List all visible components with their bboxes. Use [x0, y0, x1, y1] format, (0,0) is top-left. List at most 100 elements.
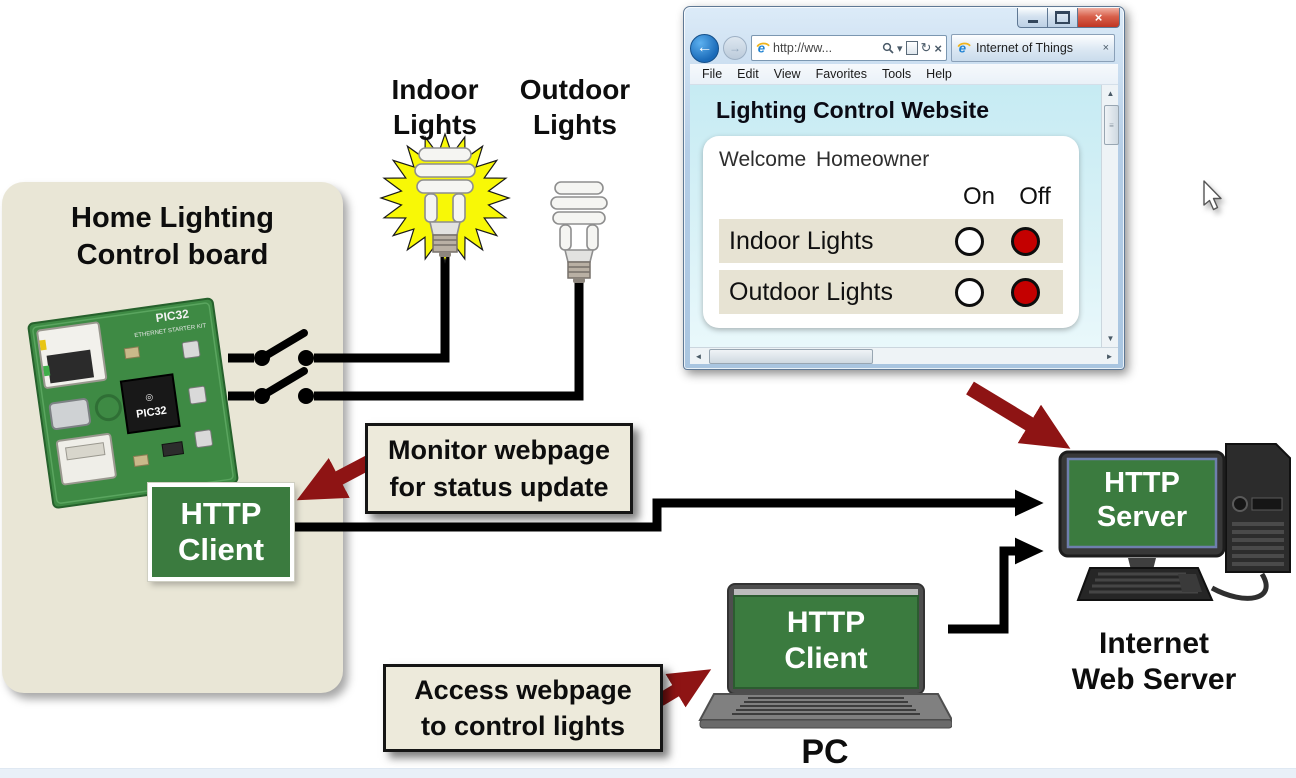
url-text[interactable]: http://ww... — [773, 41, 833, 55]
menu-tools[interactable]: Tools — [881, 67, 912, 81]
access-note-arrow — [656, 669, 712, 708]
indoor-light-bulb — [379, 132, 511, 264]
close-button[interactable]: × — [1078, 8, 1120, 28]
tab-title: Internet of Things — [976, 41, 1074, 55]
mini-usb-port — [48, 398, 92, 431]
bulb-collar — [428, 221, 462, 236]
vertical-scrollbar[interactable]: ▲ ≡ ▼ — [1101, 85, 1119, 347]
pic32-board-image: ◎ PIC32 PIC32 ETHERNET STARTER KIT — [27, 297, 239, 509]
glow-starburst — [379, 132, 511, 264]
maximize-icon — [1055, 11, 1070, 24]
browser-nav-bar: ← → e http://ww... ▾ ↻ × e — [690, 33, 1118, 63]
scroll-down-icon[interactable]: ▼ — [1106, 334, 1115, 343]
row-label: Indoor Lights — [729, 226, 874, 255]
pic32-chip: ◎ PIC32 — [119, 373, 181, 435]
on-header: On — [962, 183, 995, 210]
refresh-icon[interactable]: ↻ — [920, 40, 932, 55]
webpage-title: Lighting Control Website — [716, 97, 989, 123]
back-button[interactable]: ← — [690, 33, 719, 63]
board-http-client-box: HTTP Client — [148, 483, 294, 581]
cfl-spiral — [550, 181, 608, 251]
internet-web-server-caption: Internet Web Server — [1071, 627, 1237, 696]
search-dropdown-caret-icon[interactable]: ▾ — [896, 42, 903, 55]
horizontal-scroll-thumb[interactable] — [709, 348, 873, 364]
scroll-up-icon[interactable]: ▲ — [1106, 89, 1115, 98]
vertical-scroll-thumb[interactable]: ≡ — [1104, 105, 1119, 145]
minimize-button[interactable] — [1017, 8, 1048, 28]
welcome-text: Welcome Homeowner — [719, 148, 930, 171]
board-panel-title: Home Lighting Control board — [2, 182, 343, 274]
row-label: Outdoor Lights — [729, 277, 893, 306]
svg-text:e: e — [959, 41, 966, 55]
menu-file[interactable]: File — [702, 67, 723, 81]
usb-port — [55, 433, 117, 486]
chip-label: PIC32 — [136, 405, 168, 421]
board-buttons — [181, 340, 213, 448]
monitor-webpage-note: Monitor webpage for status update — [365, 423, 633, 514]
menu-edit[interactable]: Edit — [737, 67, 759, 81]
forward-icon: → — [729, 41, 741, 55]
server-screen-line2: Server — [1097, 501, 1187, 533]
server-tower — [1225, 443, 1291, 573]
board-title-line1: Home Lighting — [71, 202, 274, 234]
outdoor-off-radio[interactable] — [1010, 277, 1040, 307]
ie-icon: e — [756, 41, 770, 55]
bottom-strip — [0, 768, 1296, 778]
access-webpage-note: Access webpage to control lights — [383, 664, 663, 752]
browser-tab[interactable]: e Internet of Things × — [951, 34, 1115, 62]
outdoor-lights-row: Outdoor Lights — [719, 270, 1063, 314]
ethernet-jack — [36, 321, 108, 389]
laptop-screen: HTTP Client — [727, 583, 925, 695]
svg-text:e: e — [758, 41, 765, 55]
ie-tab-icon: e — [957, 41, 971, 55]
scroll-left-icon[interactable]: ◄ — [694, 351, 703, 361]
horizontal-scrollbar[interactable]: ◄ ► — [690, 347, 1118, 364]
compatibility-page-icon[interactable] — [905, 41, 918, 55]
tab-close-icon[interactable]: × — [1102, 42, 1109, 54]
bulb-screw-base — [567, 261, 591, 283]
browser-to-server-arrow — [966, 381, 1071, 449]
address-bar[interactable]: e http://ww... ▾ ↻ × — [751, 35, 947, 61]
browser-menu-bar: File Edit View Favorites Tools Help — [690, 64, 1118, 85]
menu-favorites[interactable]: Favorites — [815, 67, 867, 81]
webpage-content: Lighting Control Website Welcome Homeown… — [690, 85, 1101, 347]
pc-screen-line1: HTTP — [787, 606, 865, 639]
outdoor-lights-label: Outdoor Lights — [519, 74, 631, 140]
outdoor-on-radio[interactable] — [954, 277, 984, 307]
indoor-lights-row: Indoor Lights — [719, 219, 1063, 263]
server-cable — [1210, 572, 1269, 601]
chip-logo-mark: ◎ — [145, 391, 154, 402]
close-icon: × — [1094, 10, 1103, 25]
internet-web-server: HTTP Server — [1058, 443, 1291, 601]
on-off-header-row: On Off — [719, 182, 1063, 212]
indoor-on-radio[interactable] — [954, 226, 984, 256]
off-header: Off — [1019, 183, 1051, 210]
maximize-button[interactable] — [1048, 8, 1078, 28]
window-controls: × — [1017, 8, 1120, 28]
indoor-off-radio[interactable] — [1010, 226, 1040, 256]
bulb-screw-base — [432, 234, 458, 257]
server-screen-line1: HTTP — [1104, 467, 1180, 499]
indoor-lights-label: Indoor Lights — [391, 74, 479, 140]
laptop-base — [698, 693, 952, 729]
menu-help[interactable]: Help — [926, 67, 952, 81]
board-pic32-label: PIC32 — [155, 307, 190, 326]
pc-laptop: HTTP Client — [698, 583, 952, 729]
server-monitor: HTTP Server — [1058, 450, 1226, 587]
pc-to-server-arrow — [948, 537, 1044, 634]
menu-view[interactable]: View — [773, 67, 801, 81]
browser-window: × ← → e http://ww... ▾ ↻ × — [683, 6, 1125, 370]
search-icon[interactable] — [882, 42, 894, 54]
server-keyboard — [1076, 567, 1214, 601]
lighting-control-panel: Welcome Homeowner On Off Indoor Lights O… — [703, 136, 1079, 328]
pc-screen-line2: Client — [784, 642, 867, 675]
forward-button[interactable]: → — [723, 36, 747, 60]
cfl-spiral — [414, 147, 476, 223]
minimize-icon — [1027, 20, 1038, 23]
pc-caption: PC — [801, 733, 849, 771]
scroll-right-icon[interactable]: ► — [1105, 351, 1114, 361]
back-icon: ← — [696, 39, 713, 56]
board-title-line2: Control board — [76, 239, 269, 272]
stop-icon[interactable]: × — [934, 40, 942, 56]
